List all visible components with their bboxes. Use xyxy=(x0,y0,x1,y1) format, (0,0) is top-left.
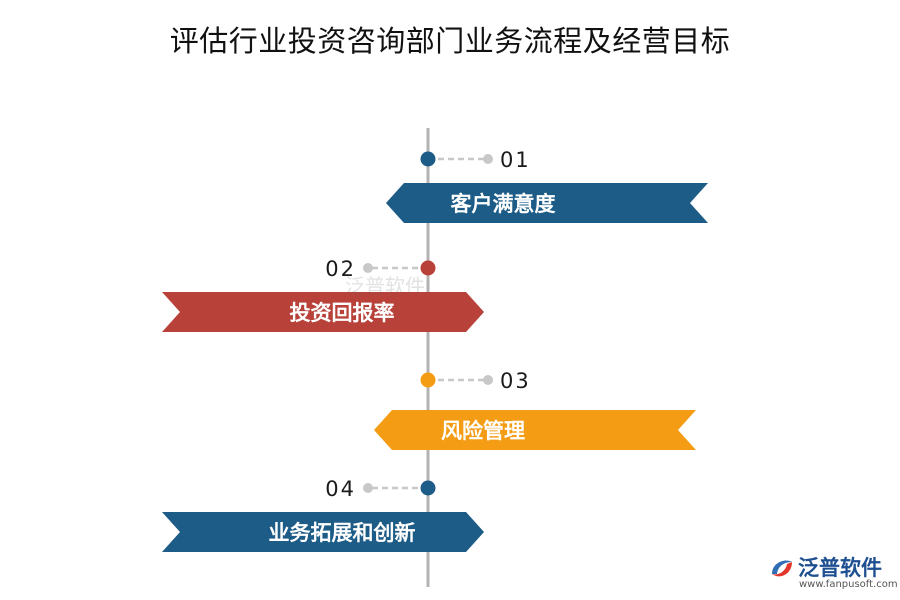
step-banner-arrow xyxy=(374,410,696,450)
brand-logo: 泛普软件 www.fanpusoft.com xyxy=(768,552,898,596)
logo-name: 泛普软件 xyxy=(798,556,882,580)
step-label: 风险管理 xyxy=(441,418,525,443)
step-number: 03 xyxy=(500,369,531,393)
step-banner-arrow xyxy=(162,292,484,332)
timeline-dot xyxy=(420,151,436,167)
step-number: 02 xyxy=(325,257,356,281)
steps-layer: 01 客户满意度 02 投资回报率 03 风险管理 04 业务拓展和创新 xyxy=(162,148,708,552)
step-banner-arrow xyxy=(162,512,484,552)
watermark-text: 泛普软件 xyxy=(345,274,425,298)
step-label: 客户满意度 xyxy=(451,191,556,216)
step-1: 01 客户满意度 xyxy=(386,148,708,223)
timeline-dot xyxy=(420,260,436,276)
step-4: 04 业务拓展和创新 xyxy=(162,477,484,552)
step-2: 02 投资回报率 xyxy=(162,257,484,332)
timeline-dot xyxy=(420,372,436,388)
step-label: 投资回报率 xyxy=(290,300,395,325)
connector-endpoint-dot xyxy=(483,154,493,164)
connector-endpoint-dot xyxy=(363,483,373,493)
logo-url: www.fanpusoft.com xyxy=(799,579,898,590)
timeline-dot xyxy=(420,480,436,496)
step-label: 业务拓展和创新 xyxy=(269,520,416,545)
step-number: 04 xyxy=(325,477,356,501)
step-3: 03 风险管理 xyxy=(374,369,696,450)
page-title: 评估行业投资咨询部门业务流程及经营目标 xyxy=(169,24,731,58)
connector-endpoint-dot xyxy=(363,263,373,273)
step-number: 01 xyxy=(500,148,531,172)
logo-swirl-icon xyxy=(772,560,792,577)
step-banner-arrow xyxy=(386,183,708,223)
connector-endpoint-dot xyxy=(483,375,493,385)
